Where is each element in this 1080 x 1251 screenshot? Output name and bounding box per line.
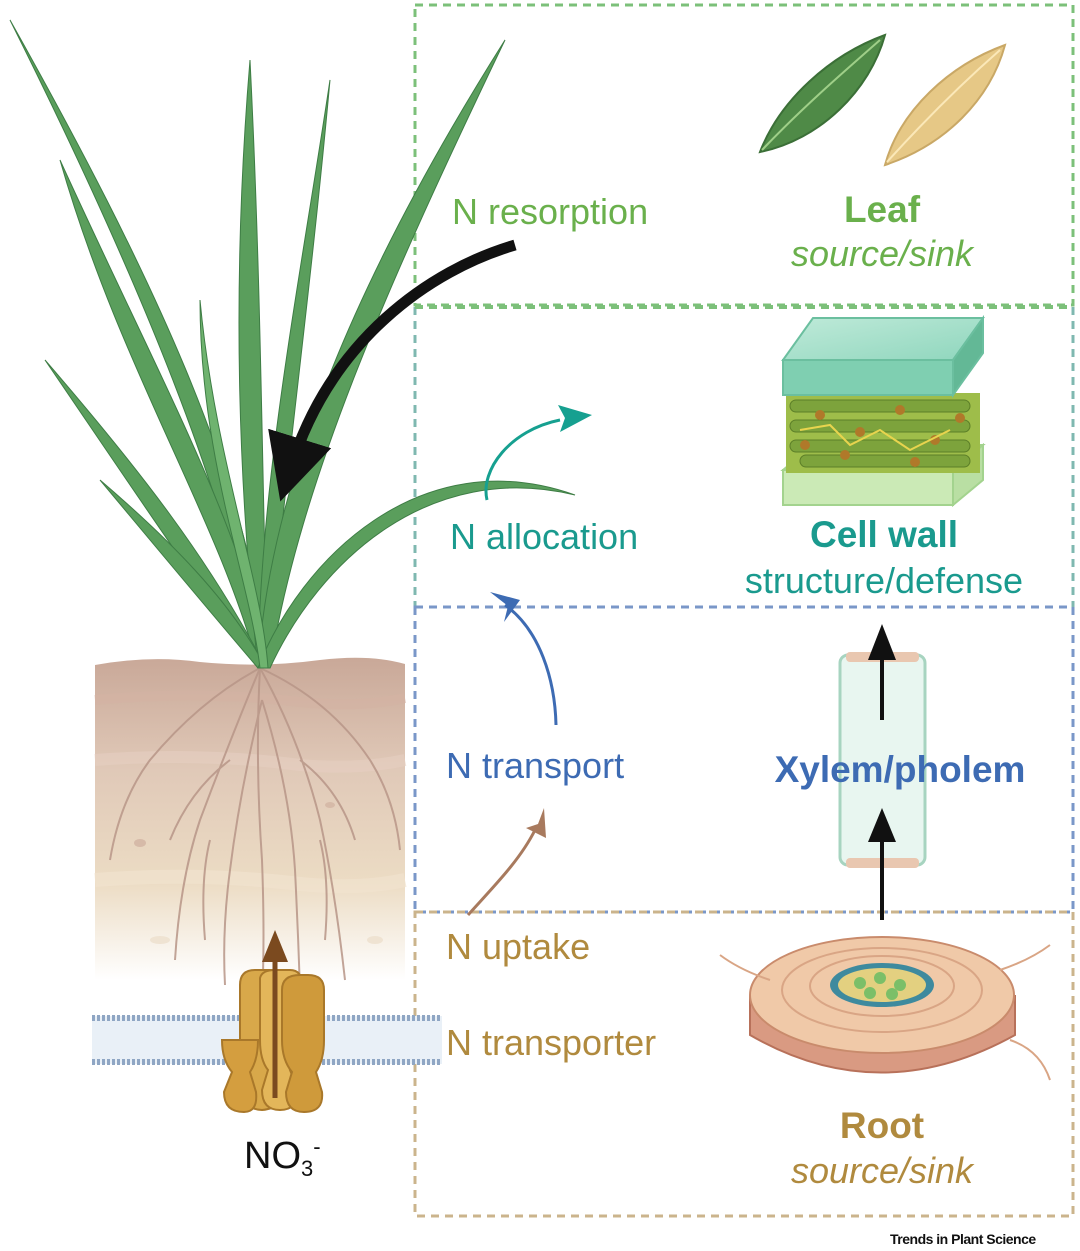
cell-wall-subtitle: structure/defense xyxy=(744,560,1024,601)
transporter-up-arrow xyxy=(262,930,288,1098)
soil-block xyxy=(94,657,407,980)
n-transporter-label: N transporter xyxy=(446,1022,657,1063)
plant-roots xyxy=(109,667,401,1001)
cell-wall-title: Cell wall xyxy=(809,514,959,555)
nitrate-superscript: - xyxy=(313,1134,321,1159)
nitrate-base: NO xyxy=(244,1135,301,1177)
transport-arrow xyxy=(504,603,558,726)
n-uptake-label: N uptake xyxy=(446,926,591,967)
allocation-arrow xyxy=(484,418,561,501)
leaf-title: Leaf xyxy=(843,189,921,230)
section-cell-wall-box xyxy=(413,307,1075,607)
n-resorption-label: N resorption xyxy=(452,191,649,232)
allocation-arrowhead xyxy=(558,405,592,432)
transport-arrowhead xyxy=(490,592,520,622)
nitrate-subscript: 3 xyxy=(301,1156,314,1181)
vessel-illustration xyxy=(838,624,927,920)
grass-plant xyxy=(9,19,576,669)
uptake-arrow xyxy=(466,829,537,917)
n-allocation-label: N allocation xyxy=(450,516,639,557)
root-subtitle: source/sink xyxy=(790,1150,974,1191)
root-cross-section xyxy=(719,936,1051,1081)
xylem-phloem-title: Xylem/pholem xyxy=(774,749,1026,790)
cell-wall-illustration xyxy=(780,314,986,508)
nitrate-ion-label: NO3- xyxy=(244,1136,321,1180)
root-title: Root xyxy=(839,1105,925,1146)
n-transport-label: N transport xyxy=(446,745,625,786)
resorption-arrow xyxy=(268,239,517,502)
section-leaf-box xyxy=(413,3,1075,307)
uptake-arrowhead xyxy=(526,808,546,838)
journal-credit: Trends in Plant Science xyxy=(890,1231,1036,1247)
n-transporter-protein xyxy=(220,969,325,1114)
leaf-subtitle: source/sink xyxy=(790,233,974,274)
yellow-leaf-icon xyxy=(883,43,1007,167)
green-leaf-icon xyxy=(758,33,887,154)
